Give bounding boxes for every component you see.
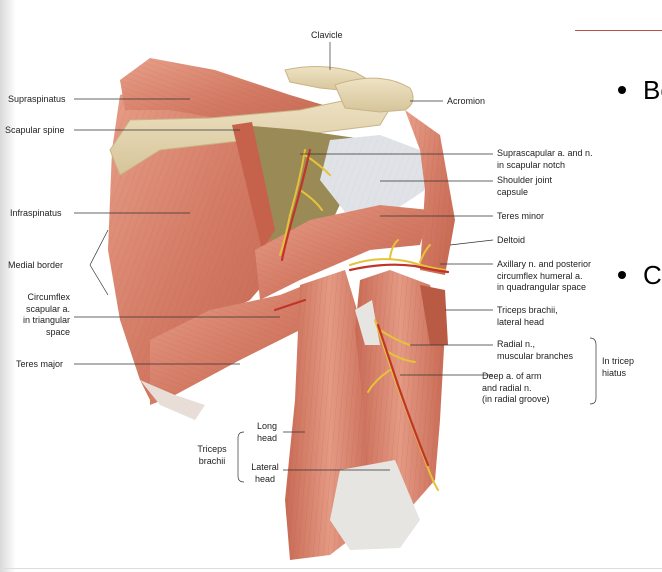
bullet-text-2: Co xyxy=(643,260,662,290)
arteries xyxy=(273,148,450,467)
label-circumflex-scapular: Circumflex scapular a. in triangular spa… xyxy=(22,292,70,337)
label-deep-arm: Deep a. of arm and radial n. (in radial … xyxy=(482,371,550,404)
label-deltoid: Deltoid xyxy=(497,235,526,245)
bullet-dot-1 xyxy=(618,86,626,94)
label-axillary: Axillary n. and posterior circumflex hum… xyxy=(497,259,592,292)
label-clavicle: Clavicle xyxy=(311,30,343,40)
label-medial-border: Medial border xyxy=(8,260,64,270)
slide-bottom-border xyxy=(0,568,662,569)
label-triceps-brachii: Triceps brachii xyxy=(197,444,227,466)
label-shoulder-capsule: Shoulder joint capsule xyxy=(497,175,553,197)
label-lateral-head: Lateral head xyxy=(251,462,279,484)
label-teres-major: Teres major xyxy=(16,359,64,369)
acromion-bone xyxy=(334,77,414,113)
label-radial-muscular: Radial n., muscular branches xyxy=(497,339,574,361)
label-teres-minor: Teres minor xyxy=(497,211,545,221)
label-infraspinatus: Infraspinatus xyxy=(10,208,62,218)
label-triceps-lateral: Triceps brachii, lateral head xyxy=(497,305,558,327)
slide-title-underline xyxy=(575,30,662,31)
label-long-head: Long head xyxy=(256,421,278,443)
label-suprascapular: Suprascapular a. and n. in scapular notc… xyxy=(497,148,593,170)
bullet-dot-2 xyxy=(618,271,626,279)
slide-left-shadow xyxy=(0,0,16,572)
label-scapular-spine: Scapular spine xyxy=(5,125,65,135)
label-in-triceps-hiatus: In tricep hiatus xyxy=(602,356,635,378)
label-supraspinatus: Supraspinatus xyxy=(8,94,66,104)
label-acromion: Acromion xyxy=(447,96,486,106)
bullet-text-1: Be xyxy=(643,75,662,105)
